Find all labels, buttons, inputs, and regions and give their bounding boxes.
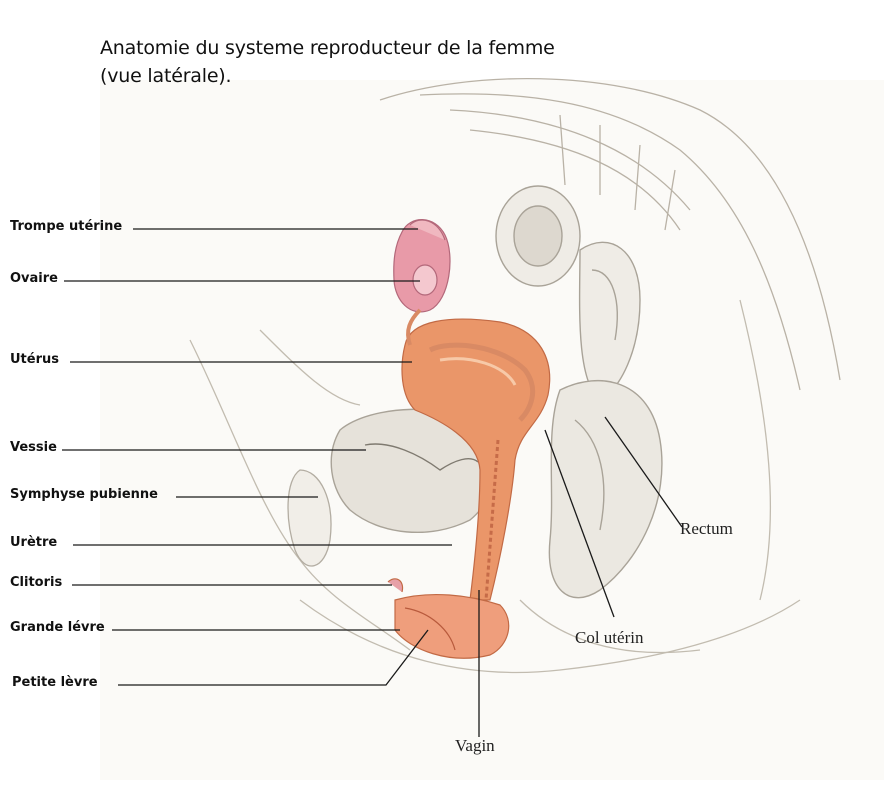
figure-title: Anatomie du systeme reproducteur de la f…: [100, 34, 555, 90]
label-rectum: Rectum: [680, 519, 733, 539]
leader-rectum: [605, 417, 682, 527]
label-symphyse-pubienne: Symphyse pubienne: [10, 487, 158, 502]
label-vessie: Vessie: [10, 440, 57, 455]
label-ovaire: Ovaire: [10, 271, 58, 286]
title-line-2: (vue latérale).: [100, 62, 555, 90]
leader-col: [545, 430, 614, 617]
label-petite-levre: Petite lèvre: [12, 675, 98, 690]
label-uretre: Urètre: [10, 535, 57, 550]
label-clitoris: Clitoris: [10, 575, 62, 590]
label-uterus: Utérus: [10, 352, 59, 367]
label-col-uterin: Col utérin: [575, 628, 643, 648]
label-vagin: Vagin: [455, 736, 495, 756]
label-trompe-uterine: Trompe utérine: [10, 219, 122, 234]
label-grande-levre: Grande lévre: [10, 620, 105, 635]
leader-petite: [118, 630, 428, 685]
title-line-1: Anatomie du systeme reproducteur de la f…: [100, 34, 555, 62]
